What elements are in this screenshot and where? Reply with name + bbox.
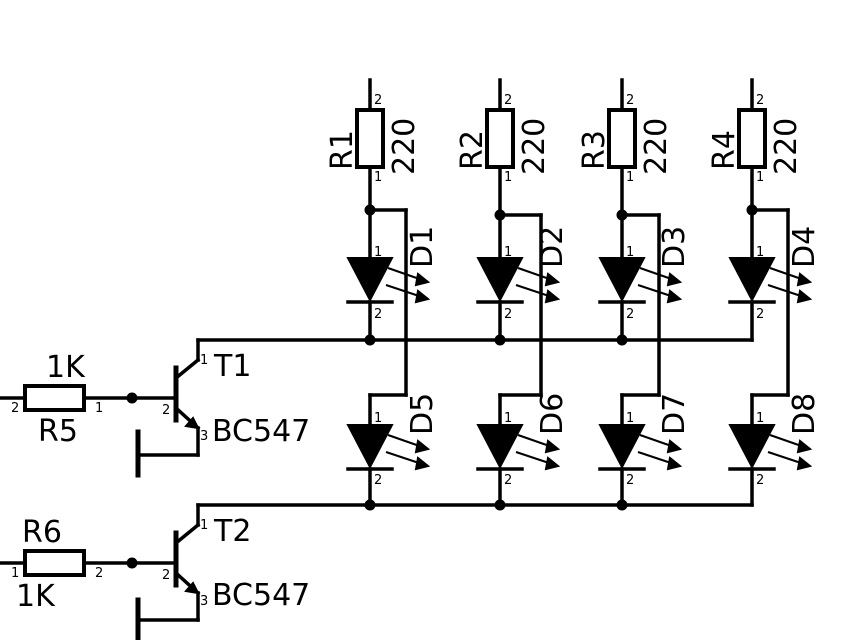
d3-pin-cathode: 2 bbox=[626, 307, 634, 322]
r6-value: 1K bbox=[16, 579, 56, 614]
r1-pin-bottom: 1 bbox=[374, 170, 382, 185]
r4-name: R4 bbox=[707, 130, 742, 170]
t2-pin-e: 3 bbox=[200, 594, 208, 609]
d2-pin-anode: 1 bbox=[504, 245, 512, 260]
t1-pin-c: 1 bbox=[200, 353, 208, 368]
r3-pin-bottom: 1 bbox=[626, 170, 634, 185]
d4-pin-anode: 1 bbox=[756, 245, 764, 260]
d2-name: D2 bbox=[535, 226, 570, 268]
d6-pin-anode: 1 bbox=[504, 411, 512, 426]
transistor-t1: 1 2 3 T1 BC547 bbox=[130, 338, 310, 478]
r2-name: R2 bbox=[455, 130, 490, 170]
t2-pin-c: 1 bbox=[200, 518, 208, 533]
d6-pin-cathode: 2 bbox=[504, 473, 512, 488]
resistor-r6: 1 2 R6 1K bbox=[0, 515, 138, 614]
r6-pin-right: 2 bbox=[95, 566, 103, 581]
r3-name: R3 bbox=[577, 130, 612, 170]
led-d6: 1 2 D6 bbox=[476, 393, 570, 507]
r5-pin-right: 1 bbox=[95, 401, 103, 416]
t1-pin-b: 2 bbox=[162, 403, 170, 418]
cathode-bus-bottom bbox=[196, 499, 754, 511]
r2-value: 220 bbox=[517, 118, 552, 175]
d5-pin-cathode: 2 bbox=[374, 473, 382, 488]
d3-pin-anode: 1 bbox=[626, 245, 634, 260]
d5-name: D5 bbox=[405, 393, 440, 435]
d7-name: D7 bbox=[657, 393, 692, 435]
resistor-r3: 2 1 R3 220 bbox=[577, 78, 674, 217]
d3-name: D3 bbox=[657, 226, 692, 268]
resistor-r1: 2 1 R1 220 bbox=[325, 78, 422, 212]
led-d4: 1 2 D4 bbox=[728, 226, 822, 342]
r6-pin-left: 1 bbox=[11, 566, 19, 581]
r3-value: 220 bbox=[639, 118, 674, 175]
d6-name: D6 bbox=[535, 393, 570, 435]
r5-pin-left: 2 bbox=[11, 401, 19, 416]
t1-pin-e: 3 bbox=[200, 429, 208, 444]
r5-name: R5 bbox=[38, 414, 78, 449]
transistor-t2: 1 2 3 T2 BC547 bbox=[130, 503, 310, 640]
column-wiring bbox=[364, 204, 790, 427]
led-d8: 1 2 D8 bbox=[728, 393, 822, 507]
d7-pin-cathode: 2 bbox=[626, 473, 634, 488]
d2-pin-cathode: 2 bbox=[504, 307, 512, 322]
d8-name: D8 bbox=[787, 393, 822, 435]
d8-pin-cathode: 2 bbox=[756, 473, 764, 488]
r4-pin-top: 2 bbox=[756, 93, 764, 108]
cathode-bus-top bbox=[196, 334, 754, 346]
d7-pin-anode: 1 bbox=[626, 411, 634, 426]
d8-pin-anode: 1 bbox=[756, 411, 764, 426]
led-d5: 1 2 D5 bbox=[346, 393, 440, 507]
r4-pin-bottom: 1 bbox=[756, 170, 764, 185]
t1-part: BC547 bbox=[212, 414, 310, 449]
r1-value: 220 bbox=[387, 118, 422, 175]
r2-pin-bottom: 1 bbox=[504, 170, 512, 185]
led-d1: 1 2 D1 bbox=[346, 226, 440, 342]
t1-name: T1 bbox=[213, 349, 251, 384]
r1-name: R1 bbox=[325, 130, 360, 170]
r3-pin-top: 2 bbox=[626, 93, 634, 108]
junction-dot bbox=[494, 209, 506, 221]
t2-pin-b: 2 bbox=[162, 568, 170, 583]
led-d2: 1 2 D2 bbox=[476, 226, 570, 342]
junction-dot bbox=[746, 204, 758, 216]
resistor-r4: 2 1 R4 220 bbox=[707, 78, 804, 212]
d4-pin-cathode: 2 bbox=[756, 307, 764, 322]
d5-pin-anode: 1 bbox=[374, 411, 382, 426]
d1-name: D1 bbox=[405, 226, 440, 268]
resistor-r5: 2 1 1K R5 bbox=[0, 350, 138, 449]
r4-value: 220 bbox=[769, 118, 804, 175]
led-d7: 1 2 D7 bbox=[598, 393, 692, 507]
d1-pin-anode: 1 bbox=[374, 245, 382, 260]
t2-name: T2 bbox=[213, 514, 251, 549]
d1-pin-cathode: 2 bbox=[374, 307, 382, 322]
resistor-r2: 2 1 R2 220 bbox=[455, 78, 552, 217]
r1-pin-top: 2 bbox=[374, 93, 382, 108]
r2-pin-top: 2 bbox=[504, 93, 512, 108]
junction-dot bbox=[616, 209, 628, 221]
d4-name: D4 bbox=[787, 226, 822, 268]
r6-name: R6 bbox=[22, 515, 62, 550]
junction-dot bbox=[364, 204, 376, 216]
t2-part: BC547 bbox=[212, 578, 310, 613]
led-d3: 1 2 D3 bbox=[598, 226, 692, 342]
r5-value: 1K bbox=[46, 350, 86, 385]
